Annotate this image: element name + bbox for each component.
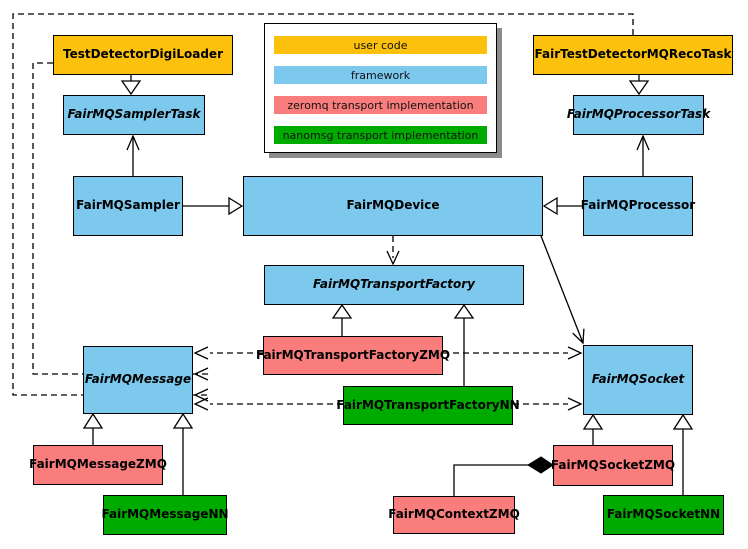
edge-factoryzmq-message <box>193 346 263 360</box>
node-fairmqmessage: FairMQMessage <box>83 346 193 414</box>
node-fairmqcontextzmq: FairMQContextZMQ <box>388 496 520 534</box>
legend-swatch-nanomsg: nanomsg transport implementation <box>274 126 487 144</box>
legend-swatch-user-code: user code <box>274 36 487 54</box>
edge-messagenn-message <box>172 412 194 495</box>
node-fairtestdetectormqrecotask: FairTestDetectorMQRecoTask <box>533 35 733 75</box>
edge-processor-device <box>542 196 583 216</box>
node-label: FairMQSocket <box>591 372 685 387</box>
node-label: TestDetectorDigiLoader <box>62 47 223 62</box>
legend: user code framework zeromq transport imp… <box>264 23 497 153</box>
node-fairmqmessagenn: FairMQMessageNN <box>101 495 229 535</box>
legend-swatch-zeromq: zeromq transport implementation <box>274 96 487 114</box>
node-label: FairMQMessageNN <box>101 507 229 522</box>
edge-sampler-device <box>183 196 244 216</box>
node-label: FairMQTransportFactoryZMQ <box>255 347 451 362</box>
edge-digiloader-samplertask <box>120 75 142 96</box>
edge-sampler-samplertask <box>126 134 140 176</box>
node-fairmqtransportfactoryzmq: FairMQTransportFactoryZMQ <box>256 336 450 375</box>
edge-factoryzmq-socket <box>443 346 583 360</box>
edge-digiloader-message <box>32 62 209 381</box>
edge-recotask-message <box>12 13 634 402</box>
node-label: FairMQTransportFactory <box>313 277 475 292</box>
edge-socketzmq-socket <box>582 413 604 445</box>
node-label: FairMQProcessorTask <box>566 107 711 122</box>
edge-socketnn-socket <box>672 413 694 495</box>
node-fairmqtransportfactorynn: FairMQTransportFactoryNN <box>336 386 520 425</box>
edge-processor-processortask <box>636 134 650 176</box>
node-label: FairMQProcessor <box>580 198 696 213</box>
legend-swatch-framework: framework <box>274 66 487 84</box>
edge-factorynn-factory <box>453 303 475 386</box>
edge-recotask-processortask <box>628 75 650 96</box>
node-fairmqprocessortask: FairMQProcessorTask <box>567 95 710 135</box>
node-label: FairMQMessageZMQ <box>29 457 167 472</box>
node-fairmqsocketzmq: FairMQSocketZMQ <box>550 445 676 486</box>
node-fairmqsampler: FairMQSampler <box>73 176 183 236</box>
node-label: FairMQContextZMQ <box>388 507 520 522</box>
node-label: FairMQSocketNN <box>606 507 721 522</box>
node-label: FairMQMessage <box>84 372 192 387</box>
edge-messagezmq-message <box>82 412 104 445</box>
node-fairmqdevice: FairMQDevice <box>243 176 543 236</box>
node-fairmqsamplertask: FairMQSamplerTask <box>63 95 205 135</box>
node-label: FairMQSampler <box>76 198 180 213</box>
edge-device-factory <box>386 236 400 266</box>
edge-factorynn-message <box>193 397 343 411</box>
edge-device-socket <box>540 235 585 345</box>
node-fairmqprocessor: FairMQProcessor <box>580 176 696 236</box>
node-label: FairMQTransportFactoryNN <box>336 397 520 412</box>
edge-factorynn-socket <box>513 397 583 411</box>
node-fairmqsocketnn: FairMQSocketNN <box>603 495 724 535</box>
node-testdetectordigiloader: TestDetectorDigiLoader <box>53 35 233 75</box>
node-label: FairMQSocketZMQ <box>550 457 676 472</box>
node-label: FairTestDetectorMQRecoTask <box>534 47 732 62</box>
node-fairmqtransportfactory: FairMQTransportFactory <box>264 265 524 305</box>
node-label: FairMQSamplerTask <box>67 107 201 122</box>
edge-contextzmq-socketzmq <box>453 456 554 496</box>
node-fairmqmessagezmq: FairMQMessageZMQ <box>29 445 167 485</box>
edge-factoryzmq-factory <box>331 303 353 336</box>
node-label: FairMQDevice <box>346 198 440 213</box>
node-fairmqsocket: FairMQSocket <box>583 345 693 415</box>
